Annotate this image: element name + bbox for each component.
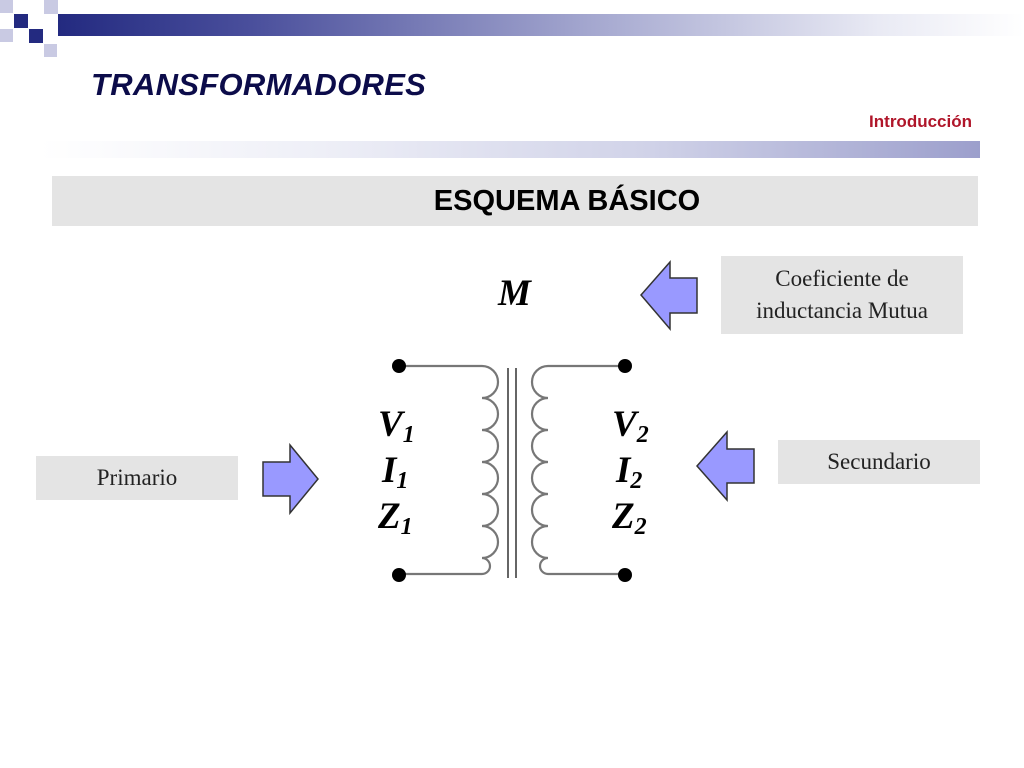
primary-label-box: Primario xyxy=(36,456,238,500)
primary-voltage-symbol: V1 xyxy=(378,404,415,448)
header-decoration xyxy=(0,0,58,57)
secondary-label-box: Secundario xyxy=(778,440,980,484)
page-title: TRANSFORMADORES xyxy=(91,67,427,102)
secondary-arrow-icon xyxy=(695,430,755,502)
secondary-label: Secundario xyxy=(827,449,931,475)
primary-label: Primario xyxy=(96,465,178,491)
terminal-secondary-top xyxy=(618,359,632,373)
header-top-band xyxy=(58,14,1024,36)
mutual-arrow-icon xyxy=(640,260,698,332)
section-banner: ESQUEMA BÁSICO xyxy=(52,176,978,226)
secondary-voltage-symbol: V2 xyxy=(612,404,649,448)
mutual-label-line1: Coeficiente de xyxy=(775,266,909,292)
page-subtitle: Introducción xyxy=(869,112,972,131)
mutual-label-line2: inductancia Mutua xyxy=(756,298,928,323)
mutual-inductance-label-box: Coeficiente de inductancia Mutua xyxy=(721,256,963,334)
primary-current-symbol: I1 xyxy=(381,450,408,494)
terminal-secondary-bottom xyxy=(618,568,632,582)
secondary-impedance-symbol: Z2 xyxy=(611,496,647,540)
terminal-primary-bottom xyxy=(392,568,406,582)
primary-impedance-symbol: Z1 xyxy=(377,496,413,540)
primary-arrow-icon xyxy=(262,442,319,516)
header-bottom-band xyxy=(40,141,980,158)
section-title: ESQUEMA BÁSICO xyxy=(433,184,701,217)
primary-winding xyxy=(400,364,500,576)
mutual-inductance-symbol: M xyxy=(497,273,532,314)
terminal-primary-top xyxy=(392,359,406,373)
secondary-winding xyxy=(530,364,624,576)
secondary-current-symbol: I2 xyxy=(615,450,642,494)
